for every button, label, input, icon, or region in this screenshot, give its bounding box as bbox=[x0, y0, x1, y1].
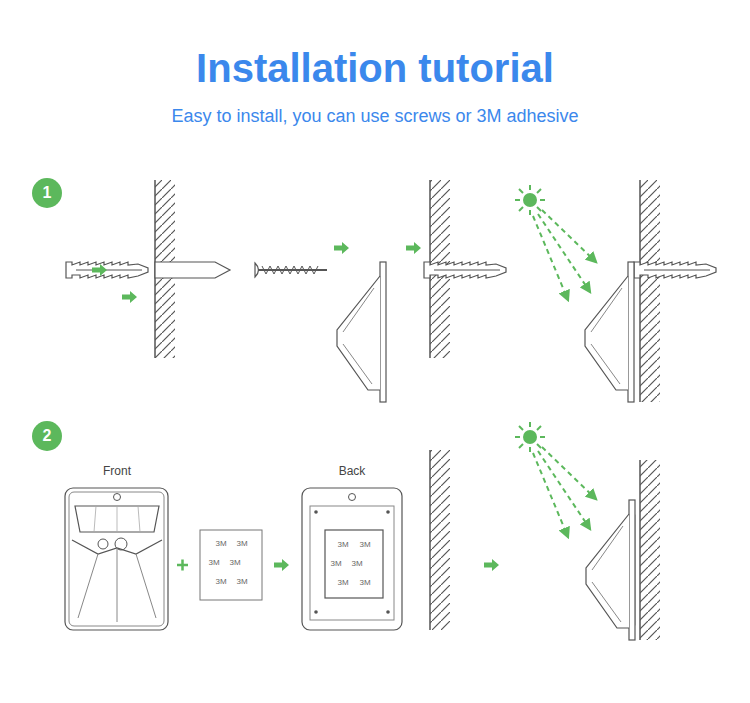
step1-art-part bbox=[262, 266, 318, 274]
step2-art-part bbox=[94, 506, 140, 532]
adhesive-mark: 3M bbox=[359, 578, 370, 587]
step1-art-part bbox=[634, 262, 716, 278]
step1-art-part bbox=[66, 262, 148, 278]
adhesive-mark: 3M bbox=[351, 559, 362, 568]
step1-art-part bbox=[155, 262, 230, 278]
step1-art-part bbox=[92, 264, 107, 276]
step2-art-part bbox=[586, 500, 635, 640]
step2-art-part bbox=[98, 539, 108, 549]
step1-art-part bbox=[424, 262, 506, 278]
step1-art-part bbox=[640, 180, 660, 402]
adhesive-mark: 3M bbox=[337, 578, 348, 587]
step1-art-part bbox=[334, 242, 349, 254]
step2-art-part bbox=[69, 492, 164, 626]
adhesive-mark: 3M bbox=[236, 577, 247, 586]
step2-art-part bbox=[314, 510, 318, 514]
step-number-text: 2 bbox=[43, 427, 52, 445]
adhesive-mark: 3M bbox=[229, 558, 240, 567]
adhesive-mark: 3M bbox=[330, 559, 341, 568]
step2-art-part bbox=[484, 559, 499, 571]
step2-art-part bbox=[386, 510, 390, 514]
step2-art-part bbox=[177, 560, 188, 571]
step-number-text: 1 bbox=[43, 184, 52, 202]
step1-art-part bbox=[585, 262, 634, 402]
caption: Easy to install, you can use screws or 3… bbox=[171, 106, 578, 127]
view-label: Front bbox=[103, 464, 131, 478]
view-label: Back bbox=[339, 464, 366, 478]
step-number: 2 bbox=[32, 421, 62, 451]
step2-art-part bbox=[325, 530, 383, 598]
step2-art-part bbox=[114, 494, 121, 501]
adhesive-mark: 3M bbox=[215, 539, 226, 548]
step-number: 1 bbox=[32, 178, 62, 208]
step2-art bbox=[65, 422, 660, 640]
step2-art-part bbox=[515, 422, 596, 537]
step2-art-part bbox=[302, 488, 402, 630]
step2-art-part bbox=[65, 488, 168, 630]
step2-art-part bbox=[75, 506, 159, 532]
step1-art-part bbox=[337, 262, 386, 402]
step2-art-part bbox=[429, 450, 431, 630]
step2-art-part bbox=[386, 610, 390, 614]
adhesive-mark: 3M bbox=[208, 558, 219, 567]
adhesive-mark: 3M bbox=[236, 539, 247, 548]
step1-art-part bbox=[122, 291, 137, 303]
step2-art-part bbox=[78, 548, 156, 622]
step1-art-part bbox=[639, 180, 641, 402]
step2-art-part bbox=[314, 610, 318, 614]
step1-art-part bbox=[406, 242, 421, 254]
step2-art-part bbox=[274, 559, 289, 571]
step2-art-part bbox=[310, 506, 394, 620]
step1-art bbox=[66, 180, 716, 402]
step1-art-part bbox=[255, 263, 259, 277]
adhesive-mark: 3M bbox=[337, 540, 348, 549]
step2-art-part bbox=[430, 450, 450, 630]
step2-art-part bbox=[640, 460, 660, 640]
step1-art-part bbox=[515, 185, 596, 300]
step2-art-part bbox=[639, 460, 641, 640]
step2-art-part bbox=[349, 494, 356, 501]
adhesive-mark: 3M bbox=[359, 540, 370, 549]
title: Installation tutorial bbox=[196, 46, 554, 91]
adhesive-mark: 3M bbox=[215, 577, 226, 586]
step2-art-part bbox=[200, 530, 262, 600]
